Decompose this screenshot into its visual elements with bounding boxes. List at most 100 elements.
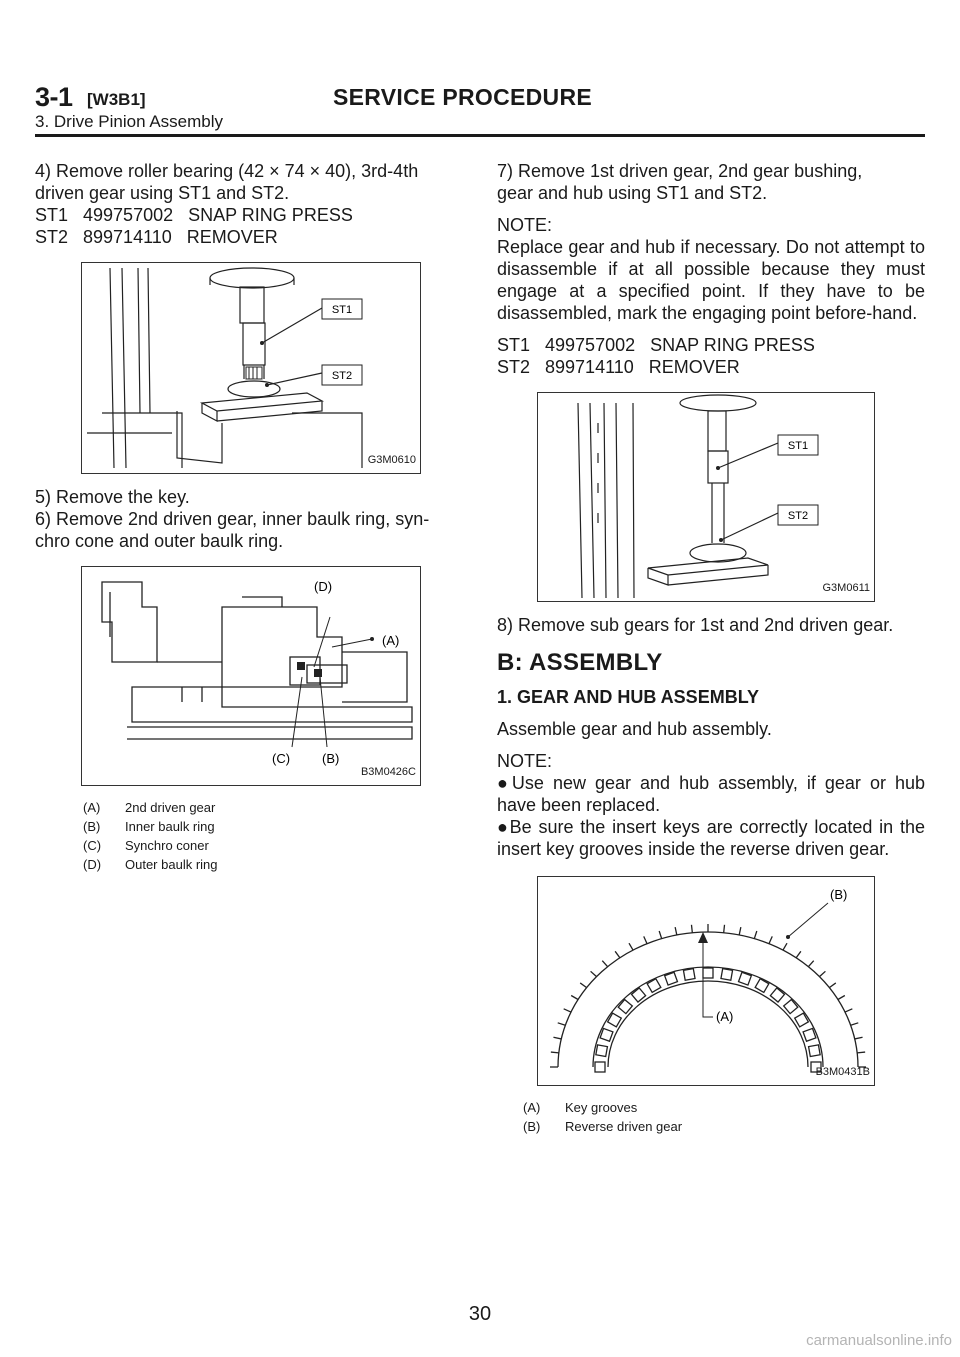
fig2-label-a: (A) xyxy=(382,633,399,648)
step-4-line-1: 4) Remove roller bearing (42 × 74 × 40),… xyxy=(35,161,419,181)
gear-tooth xyxy=(563,1008,572,1013)
bullet-dot-icon: ● xyxy=(497,773,512,793)
gear-tooth xyxy=(753,930,758,939)
fig2-label-c: (C) xyxy=(272,751,290,766)
fig4-label-a: (A) xyxy=(716,1009,733,1024)
legend-text: 2nd driven gear xyxy=(125,800,216,815)
gear-tooth xyxy=(723,924,726,933)
legend-text: Outer baulk ring xyxy=(125,857,218,872)
bullet-2: ●Be sure the insert keys are correctly l… xyxy=(497,816,925,860)
tool-st1: ST1 499757002 SNAP RING PRESS xyxy=(35,205,353,225)
figure-b3m0431b: (A) (B) B3M0431B xyxy=(537,876,875,1086)
step-4: 4) Remove roller bearing (42 × 74 × 40),… xyxy=(35,160,463,248)
step-7-line-1: 7) Remove 1st driven gear, 2nd gear bush… xyxy=(497,161,863,181)
key-groove xyxy=(737,971,753,986)
legend-text: Synchro coner xyxy=(125,838,209,853)
figure-code: B3M0426C xyxy=(360,766,416,778)
gear-tooth xyxy=(553,1036,562,1040)
baulk-ring-illustration: (D) (A) (C) (B) xyxy=(101,579,413,766)
section-code: [W3B1] xyxy=(87,90,146,109)
gear-tooth xyxy=(828,982,837,989)
legend-item: (A) 2nd driven gear xyxy=(83,798,463,817)
legend-key: (B) xyxy=(83,819,101,834)
press-illustration-2: ST1 ST2 xyxy=(577,394,819,599)
gear-tooth xyxy=(674,926,678,936)
key-groove xyxy=(769,987,786,1003)
subsection-heading: 1. GEAR AND HUB ASSEMBLY xyxy=(497,687,760,707)
legend-text: Inner baulk ring xyxy=(125,819,215,834)
step-8: 8) Remove sub gears for 1st and 2nd driv… xyxy=(497,615,894,635)
note2-label: NOTE: xyxy=(497,751,553,771)
step-6-line-1: 6) Remove 2nd driven gear, inner baulk r… xyxy=(35,509,430,529)
gear-tooth xyxy=(850,1022,859,1026)
step-4-line-2: driven gear using ST1 and ST2. xyxy=(35,183,290,203)
key-groove xyxy=(646,977,662,994)
step-7-line-2: gear and hub using ST1 and ST2. xyxy=(497,183,768,203)
tool-st2: ST2 899714110 REMOVER xyxy=(497,357,740,377)
key-groove xyxy=(630,987,647,1003)
note-text: Replace gear and hub if necessary. Do no… xyxy=(497,237,925,323)
gear-tooth xyxy=(550,1051,559,1054)
legend-key: (D) xyxy=(83,857,102,872)
key-groove xyxy=(594,1061,606,1073)
fig2-label-d: (D) xyxy=(314,579,332,594)
key-groove xyxy=(617,998,634,1015)
gear-tooth xyxy=(628,942,634,951)
note-label: NOTE: xyxy=(497,215,553,235)
bullet-2-text: Be sure the insert keys are correctly lo… xyxy=(497,817,925,859)
legend-item: (A) Key grooves xyxy=(523,1098,925,1117)
section-number: 3-1 xyxy=(35,82,73,112)
bullet-1-text: Use new gear and hub assembly, if gear o… xyxy=(497,773,926,815)
figure-legend: (A) 2nd driven gear (B) Inner baulk ring (… xyxy=(83,798,463,874)
page-number: 30 xyxy=(468,1303,492,1325)
gear-tooth xyxy=(738,926,742,936)
bullet-dot-icon: ● xyxy=(497,817,510,837)
key-groove xyxy=(754,977,770,994)
figure-g3m0610: ST1 ST2 G3M0610 xyxy=(81,262,421,474)
step-5: 5) Remove the key. 6) Remove 2nd driven … xyxy=(35,486,463,552)
legend-key: (A) xyxy=(523,1100,541,1115)
gear-tooth xyxy=(557,1022,566,1026)
figure-b3m0426c: (D) (A) (C) (B) B3M0426C xyxy=(81,566,421,786)
step-7: 7) Remove 1st driven gear, 2nd gear bush… xyxy=(497,160,925,204)
left-column: 4) Remove roller bearing (42 × 74 × 40),… xyxy=(35,160,463,874)
key-groove xyxy=(595,1044,609,1058)
gear-tooth xyxy=(643,936,648,944)
page-title: SERVICE PROCEDURE xyxy=(333,84,593,110)
gear-tooth xyxy=(844,1008,853,1013)
reverse-gear-illustration: (A) (B) xyxy=(550,887,866,1073)
gear-tooth xyxy=(837,994,846,1001)
legend-key: (A) xyxy=(83,800,101,815)
bullet-1: ●Use new gear and hub assembly, if gear … xyxy=(497,772,925,816)
legend-item: (D) Outer baulk ring xyxy=(83,855,463,874)
key-groove xyxy=(599,1027,614,1043)
header-rule xyxy=(35,134,925,137)
gear-tooth xyxy=(601,960,609,968)
key-groove xyxy=(720,967,734,981)
tools: ST1 499757002 SNAP RING PRESS ST2 899714… xyxy=(497,334,925,378)
key-groove xyxy=(606,1012,623,1028)
gear-tooth xyxy=(579,982,588,989)
right-column: 7) Remove 1st driven gear, 2nd gear bush… xyxy=(497,160,925,1136)
key-groove xyxy=(782,998,799,1015)
legend-text: Key grooves xyxy=(565,1100,638,1115)
legend-item: (B) Reverse driven gear xyxy=(523,1117,925,1136)
figure-code: G3M0610 xyxy=(367,454,416,466)
key-groove xyxy=(802,1027,817,1043)
legend-key: (B) xyxy=(523,1119,541,1134)
legend-text: Reverse driven gear xyxy=(565,1119,683,1134)
key-groove xyxy=(793,1012,810,1028)
tool-st1: ST1 499757002 SNAP RING PRESS xyxy=(497,335,815,355)
gear-tooth xyxy=(570,994,579,1001)
legend-item: (B) Inner baulk ring xyxy=(83,817,463,836)
fig3-label-st1: ST1 xyxy=(788,440,808,452)
step-6-line-2: chro cone and outer baulk ring. xyxy=(35,531,284,551)
press-illustration: ST1 ST2 xyxy=(87,267,363,469)
fig4-label-b: (B) xyxy=(830,887,847,902)
step-5-text: 5) Remove the key. xyxy=(35,487,190,507)
figure-code: B3M0431B xyxy=(815,1066,870,1078)
gear-tooth xyxy=(819,970,826,978)
gear-tooth xyxy=(807,960,815,968)
figure-g3m0611: ST1 ST2 G3M0611 xyxy=(537,392,875,602)
key-groove xyxy=(810,1061,822,1073)
